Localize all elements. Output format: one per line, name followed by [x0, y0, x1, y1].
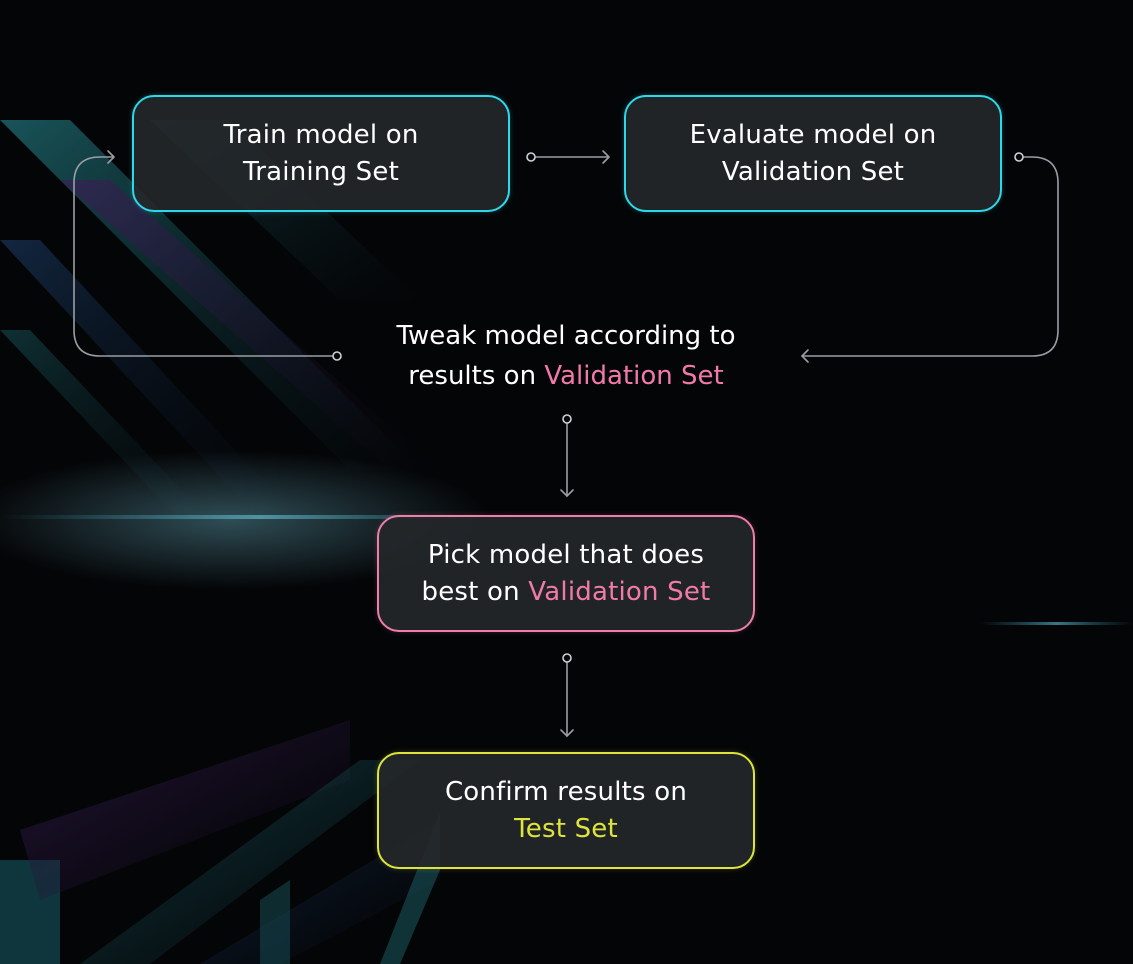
- streak: [60, 180, 440, 470]
- validation-set-highlight: Validation Set: [544, 361, 724, 391]
- streak: [260, 880, 290, 964]
- chevron-arrow-icon: [560, 729, 574, 737]
- validation-set-highlight: Validation Set: [528, 576, 711, 607]
- node-text-line: Evaluate model on: [689, 119, 937, 150]
- node-text-line: best on Validation Set: [422, 574, 711, 611]
- streak: [0, 240, 300, 520]
- connector-evaluate-to-tweak: [801, 156, 1059, 357]
- node-evaluate-model: Evaluate model on Validation Set: [624, 95, 1002, 212]
- connector-tweak-to-train: [73, 156, 333, 357]
- light-flare: [0, 450, 490, 590]
- tweak-model-label: Tweak model according to results on Vali…: [340, 316, 792, 396]
- node-text-line: Confirm results on: [444, 776, 688, 807]
- node-text-line: Pick model that does: [427, 539, 705, 570]
- node-text-line: Train model on: [223, 119, 419, 150]
- node-text-line: Training Set: [243, 156, 399, 187]
- node-pick-model: Pick model that does best on Validation …: [377, 515, 755, 632]
- circle-node-icon: [1014, 152, 1024, 162]
- tweak-text-line: Tweak model according to: [396, 321, 736, 351]
- chevron-arrow-icon: [560, 489, 574, 497]
- circle-node-icon: [562, 414, 572, 424]
- light-line: [0, 515, 520, 519]
- node-confirm-results: Confirm results on Test Set: [377, 752, 755, 869]
- streak: [20, 720, 350, 900]
- test-set-highlight: Test Set: [514, 813, 618, 844]
- circle-node-icon: [562, 653, 572, 663]
- light-line: [980, 622, 1133, 625]
- chevron-arrow-icon: [107, 150, 115, 164]
- node-text-line: Validation Set: [721, 156, 905, 187]
- circle-node-icon: [526, 152, 536, 162]
- pick-text-prefix: best on: [421, 576, 529, 607]
- node-train-model: Train model on Training Set: [132, 95, 510, 212]
- chevron-arrow-icon: [801, 349, 809, 363]
- circle-node-icon: [332, 351, 342, 361]
- chevron-arrow-icon: [602, 150, 610, 164]
- tweak-text-line: results on Validation Set: [340, 356, 792, 396]
- tweak-text-prefix: results on: [408, 361, 545, 391]
- streak: [80, 760, 420, 964]
